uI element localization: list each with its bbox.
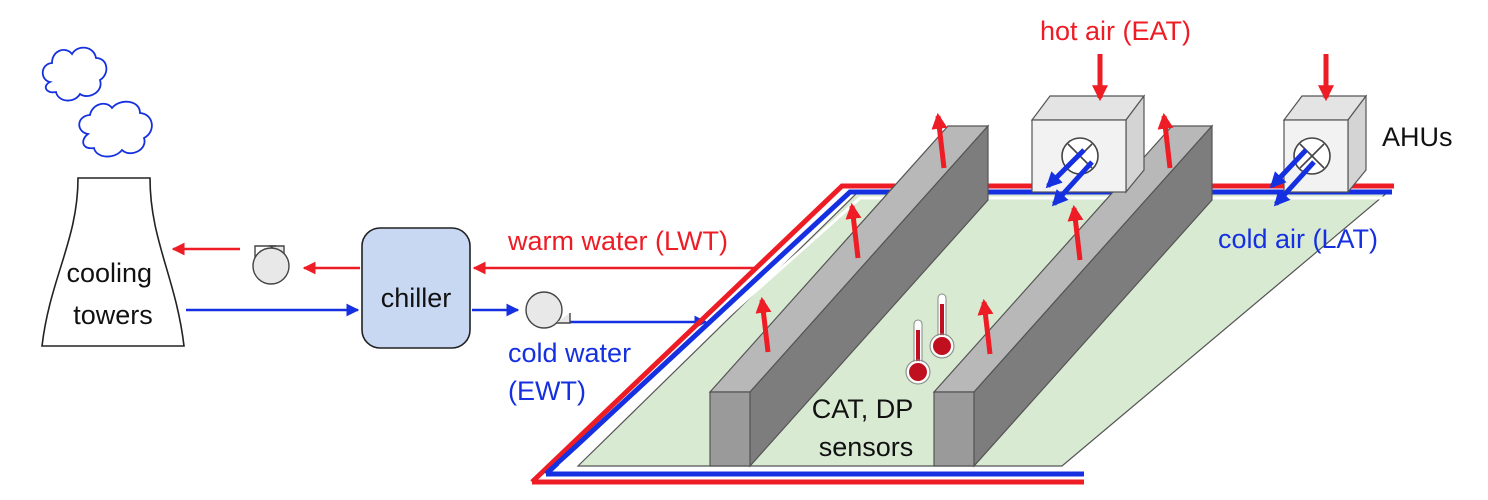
cold-air-outlet-arrows bbox=[1045, 148, 1316, 207]
chiller-box bbox=[361, 227, 471, 349]
hot-air-label: hot air (EAT) bbox=[1040, 16, 1191, 46]
warm-water-label: warm water (LWT) bbox=[507, 226, 728, 256]
cooling-towers-label: cooling towers bbox=[66, 258, 159, 330]
pump-icon bbox=[525, 291, 571, 329]
server-rack bbox=[932, 124, 1214, 468]
cold-air-label: cold air (LAT) bbox=[1218, 224, 1378, 254]
water-loop-lines bbox=[171, 242, 756, 329]
thermometer-icon bbox=[905, 319, 931, 385]
hot-air-inlet-arrows bbox=[1091, 54, 1335, 102]
ahus-label: AHUs bbox=[1382, 122, 1453, 152]
cold-water-label: cold water (EWT) bbox=[508, 338, 639, 406]
cloud-icon bbox=[41, 46, 108, 102]
cooling-tower bbox=[41, 177, 185, 347]
server-rack bbox=[708, 124, 990, 468]
ahu-unit bbox=[1282, 94, 1368, 194]
pump-icon bbox=[252, 245, 290, 285]
ahu-unit bbox=[1030, 94, 1146, 194]
cloud-icon bbox=[78, 100, 153, 158]
thermometer-icon bbox=[929, 293, 955, 359]
sensors-label: CAT, DP sensors bbox=[812, 394, 921, 462]
chiller-label: chiller bbox=[381, 283, 452, 313]
hot-air-arrows bbox=[755, 112, 1174, 355]
